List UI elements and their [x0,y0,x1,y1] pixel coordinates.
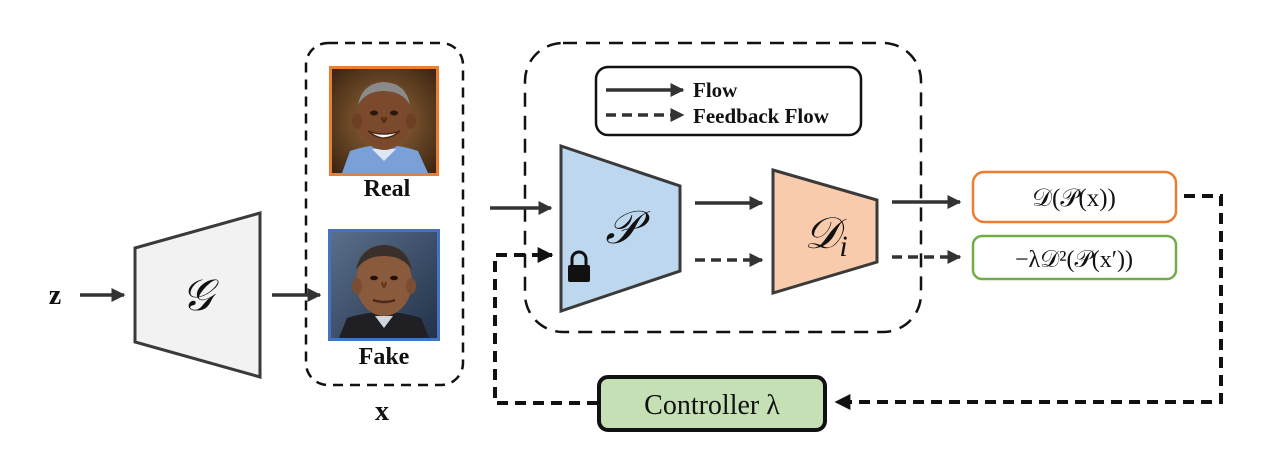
legend-feedback-label: Feedback Flow [693,104,830,128]
z-label: z [49,280,61,311]
legend-flow-label: Flow [693,78,738,102]
x-label: x [375,396,389,427]
fake-face-image [328,229,440,341]
real-face-illustration [332,69,436,173]
controller-label: Controller λ [644,390,780,421]
generator-block [133,211,262,379]
output-bottom-box [971,234,1178,281]
lock-icon [568,250,590,282]
controller-to-predictor-line [493,247,598,405]
feedback-to-controller-line [834,194,1223,410]
predictor-block [559,143,682,314]
output-top-text: 𝒟(𝒫(x)) [1032,185,1116,212]
fake-face-illustration [331,232,437,338]
discriminator-subscript: i [839,230,847,263]
real-face-image [329,66,439,176]
model-group-box [523,41,923,334]
discriminator-block [771,168,879,296]
legend-box [594,65,863,137]
output-bottom-text: −λ𝒟²(𝒫(x′)) [1015,247,1133,273]
output-top-box [971,170,1178,224]
real-label: Real [363,176,411,202]
controller-block [597,375,827,432]
fake-label: Fake [358,344,410,370]
image-group-box [304,41,465,387]
